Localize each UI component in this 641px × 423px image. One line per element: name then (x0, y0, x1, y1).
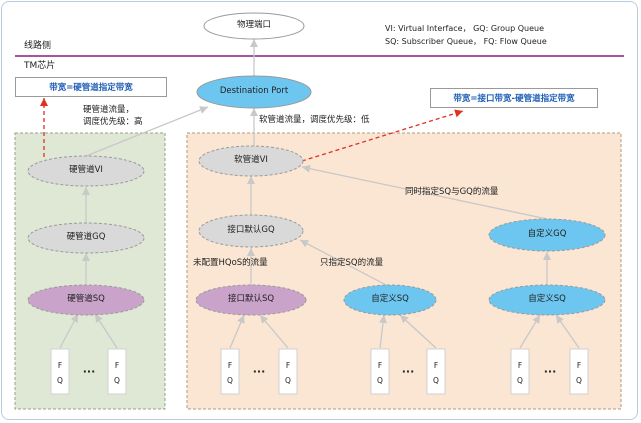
fq-label-q: Q (57, 376, 63, 385)
custom-sq-node-2 (488, 284, 606, 316)
bandwidth-links (40, 98, 464, 162)
fq-label-f: F (285, 361, 291, 370)
legend-line-1: VI: Virtual Interface， GQ: Group Queue (385, 24, 545, 33)
hard-flow-note-1: 硬管道流量， (83, 105, 135, 115)
hard-gq-label: 硬管道GQ (66, 232, 106, 242)
soft-vi-node (198, 145, 304, 177)
hard-sq-label: 硬管道SQ (67, 294, 105, 304)
custom-sq-node-1 (343, 284, 437, 316)
hard-gq-node (27, 222, 145, 254)
fq-label-q: Q (227, 376, 233, 385)
fq-box (510, 348, 530, 395)
custom-sq-2-label: 自定义SQ (528, 294, 566, 304)
hard-flow-note-2: 调度优先级：高 (83, 117, 143, 127)
physical-port-node (203, 12, 305, 40)
only-sq-note: 只指定SQ的流量 (320, 258, 384, 268)
destination-port-label: Destination Port (219, 86, 289, 96)
fq-label-q: Q (433, 376, 439, 385)
fq-box (278, 348, 298, 395)
soft-pipe-region (186, 132, 622, 410)
interface-bandwidth-note: 带宽=接口带宽-硬管道指定带宽 (430, 88, 598, 108)
fq-label-q: Q (114, 376, 120, 385)
fq-ellipsis: ··· (252, 365, 266, 378)
iface-default-sq-node (195, 284, 307, 316)
legend-line-2: SQ: Subscriber Queue， FQ: Flow Queue (385, 37, 547, 46)
fq-box (569, 348, 589, 395)
tm-chip-label: TM芯片 (24, 61, 56, 71)
fq-ellipsis: ··· (543, 365, 557, 378)
fq-label-f: F (114, 361, 120, 370)
no-hqos-note: 未配置HQoS的流量 (193, 258, 268, 268)
fq-label-q: Q (517, 376, 523, 385)
sq-and-gq-note: 同时指定SQ与GQ的流量 (405, 187, 499, 197)
hard-vi-node (27, 155, 145, 187)
fq-box (370, 348, 390, 395)
fq-label-f: F (517, 361, 523, 370)
fq-label-f: F (576, 361, 582, 370)
soft-vi-label: 软管道VI (234, 155, 268, 165)
destination-port-node (196, 75, 312, 109)
fq-label-q: Q (377, 376, 383, 385)
fq-box (107, 348, 127, 395)
iface-default-gq-node (198, 214, 304, 248)
line-side-label: 线路侧 (24, 41, 52, 51)
custom-gq-label: 自定义GQ (527, 229, 567, 239)
fq-box (50, 348, 70, 395)
fq-label-q: Q (285, 376, 291, 385)
fq-box (220, 348, 240, 395)
custom-gq-node (488, 218, 606, 252)
connectors (59, 39, 580, 349)
fq-label-q: Q (576, 376, 582, 385)
hard-bandwidth-note: 带宽=硬管道指定带宽 (15, 77, 167, 97)
iface-default-sq-label: 接口默认SQ (227, 294, 275, 304)
physical-port-label: 物理端口 (236, 20, 271, 30)
fq-label-f: F (57, 361, 63, 370)
fq-label-f: F (433, 361, 439, 370)
custom-sq-1-label: 自定义SQ (371, 294, 409, 304)
iface-default-gq-label: 接口默认GQ (227, 225, 275, 235)
fq-boxes (50, 348, 589, 395)
fq-label-f: F (377, 361, 383, 370)
hard-vi-label: 硬管道VI (69, 165, 103, 175)
fq-box (426, 348, 446, 395)
hard-sq-node (27, 284, 145, 316)
fq-ellipsis: ··· (401, 365, 415, 378)
fq-ellipsis: ··· (82, 365, 96, 378)
fq-label-f: F (227, 361, 233, 370)
soft-flow-note: 软管道流量，调度优先级：低 (259, 115, 370, 125)
